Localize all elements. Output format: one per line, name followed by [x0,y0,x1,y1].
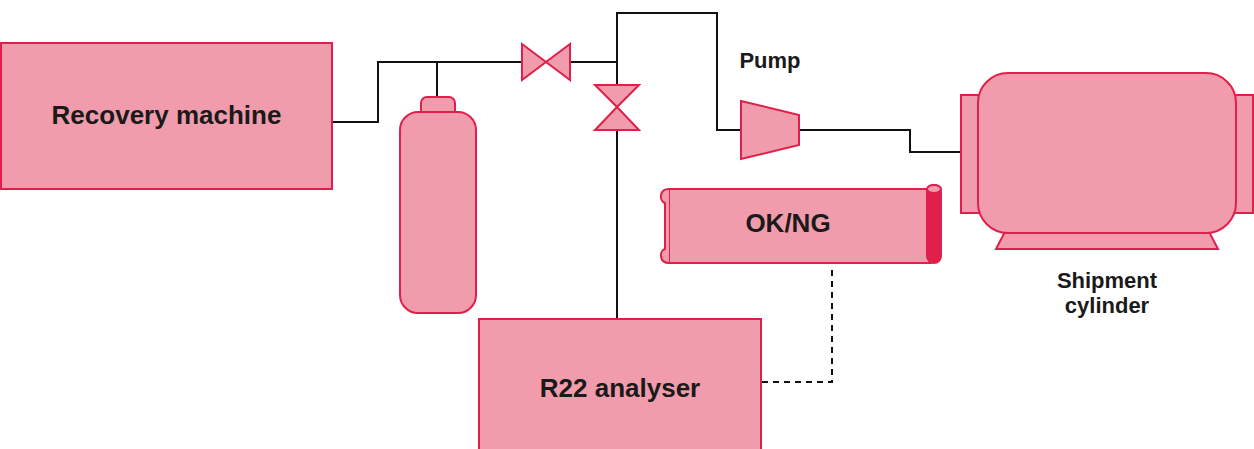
signal-line [762,265,832,382]
vertical-valve [595,85,639,130]
node-label: Recovery machine [52,101,282,131]
scroll-body [669,189,931,263]
valve-half [595,85,639,107]
node-label: Pump [710,48,830,73]
horizontal-valve [522,44,570,80]
ship-outline [960,72,1254,250]
scroll-curl [661,189,669,263]
node-label: OK/NG [745,209,830,239]
pipe-line [333,62,617,318]
storage-cylinder [400,112,476,313]
pump-outline [740,100,800,160]
valve-half [595,107,639,130]
shipment-cylinder: Shipment cylinder [960,72,1254,250]
label-holder: Shipment cylinder [1022,268,1192,319]
valve-half [546,44,570,80]
scroll-roll-end [927,185,941,193]
analyser-box: R22 analyser [478,318,762,449]
pipe-branch [436,62,438,98]
result-scroll: OK/NG [655,183,945,265]
scroll-roll [927,185,941,263]
valve-half [522,44,546,80]
node-label: Shipment cylinder [1022,268,1192,319]
cylinder-body [978,73,1236,233]
process-box: Recovery machine [0,42,333,190]
pump-body [741,101,799,159]
pipe-line [333,13,740,130]
pipe-line [800,130,960,152]
label-holder: Pump [710,48,830,73]
pump-symbol: Pump [740,100,800,160]
node-label: R22 analyser [540,374,700,404]
